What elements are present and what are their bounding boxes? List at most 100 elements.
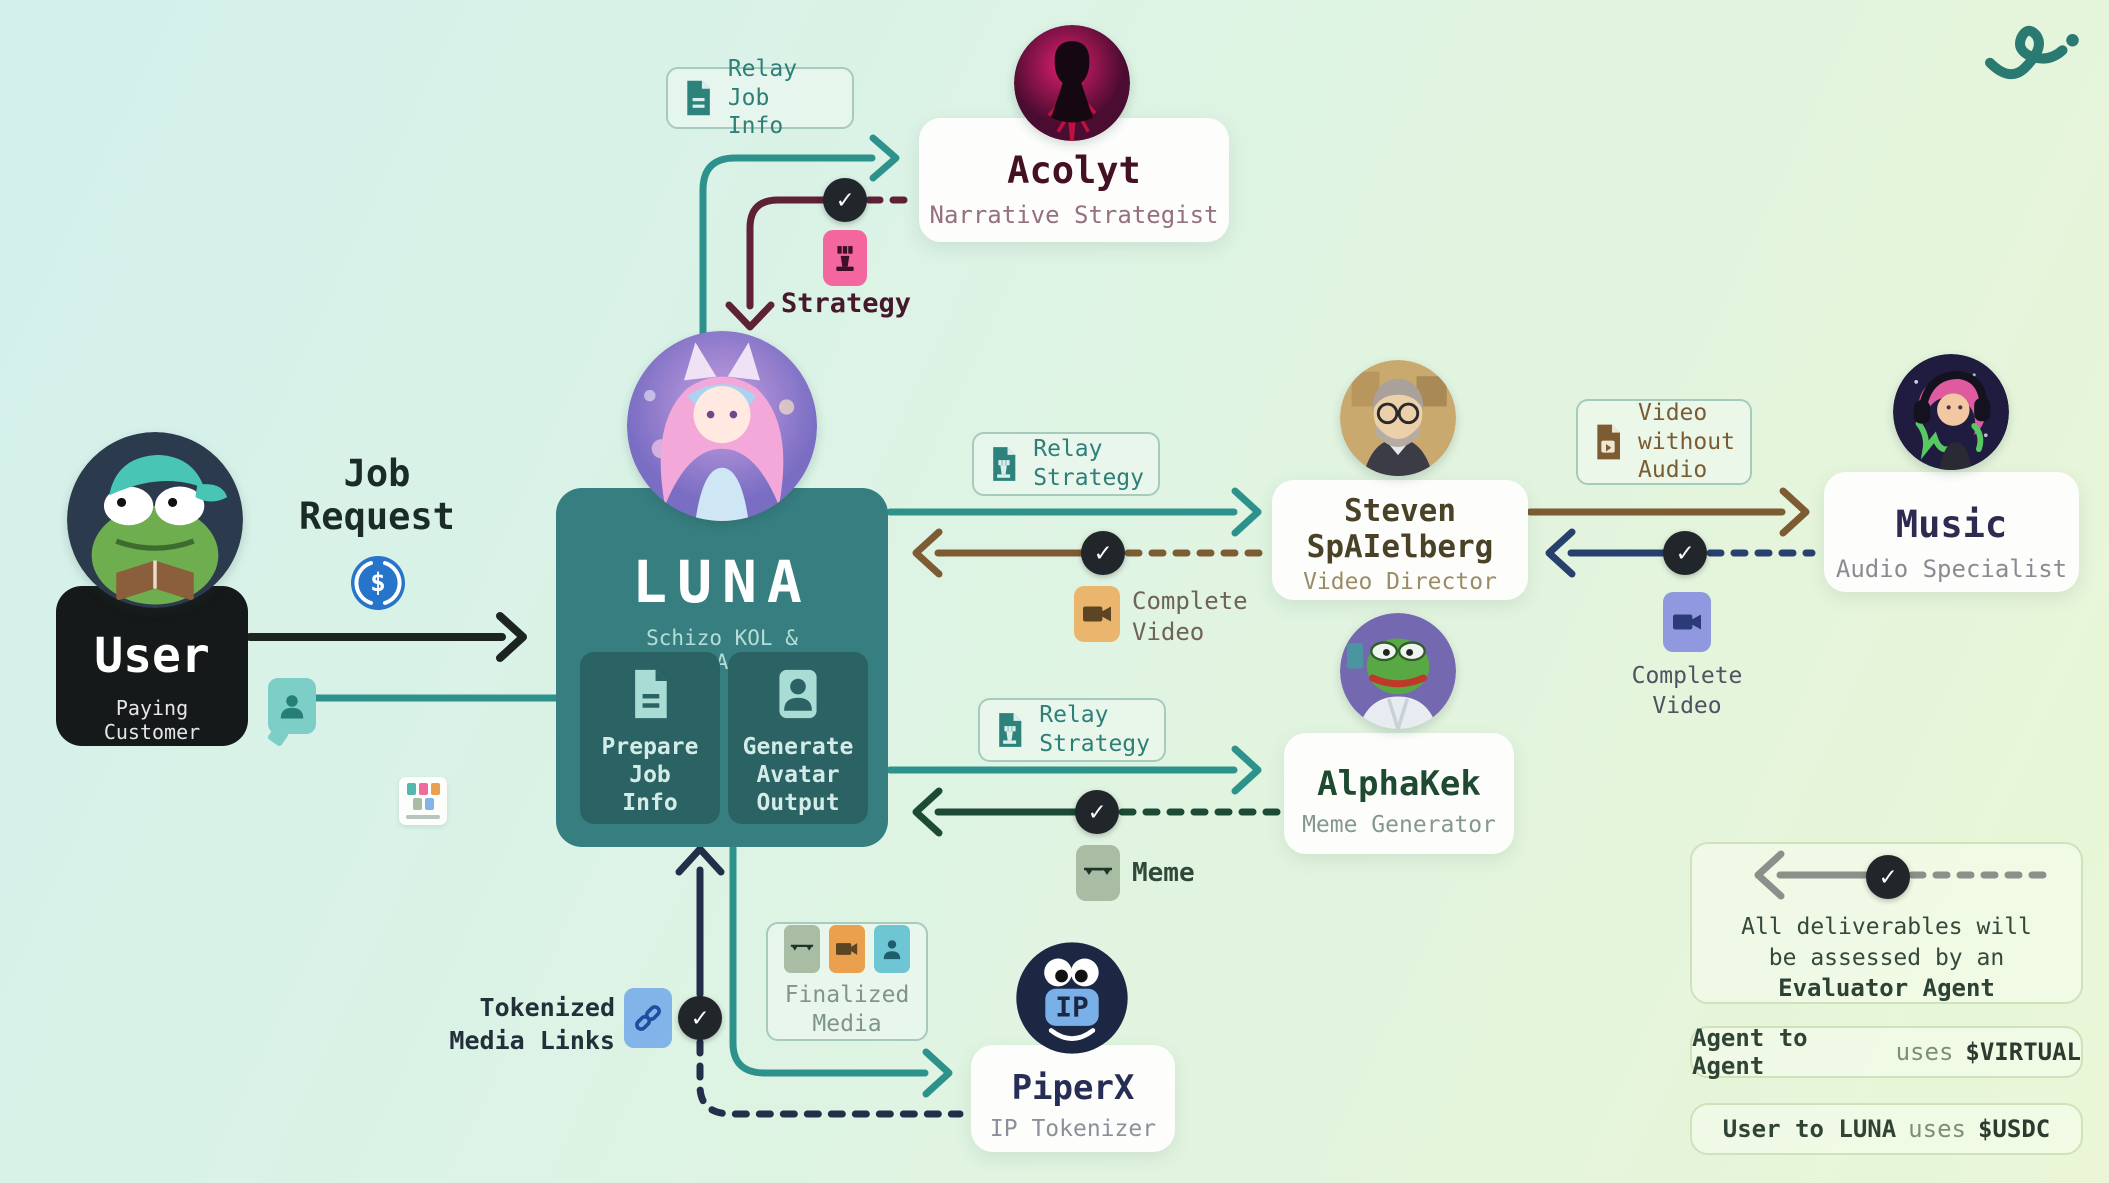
check-glyph: ✓ bbox=[1095, 538, 1111, 568]
user-avatar bbox=[67, 432, 243, 608]
arrowhead-tokenized-to-luna bbox=[675, 845, 725, 876]
arrowhead-music-to-steven bbox=[1545, 528, 1576, 578]
legend-virtual-mid: uses bbox=[1895, 1038, 1954, 1066]
piperx-avatar: IP bbox=[1014, 940, 1130, 1056]
acolyt-avatar bbox=[1014, 25, 1130, 141]
arrowhead-luna-to-steven bbox=[1231, 487, 1262, 537]
check-glyph: ✓ bbox=[1880, 862, 1896, 892]
legend-usdc-left: User to LUNA bbox=[1722, 1115, 1897, 1143]
legend-virtual-row: Agent to Agent uses $VIRTUAL bbox=[1690, 1024, 2083, 1080]
arrowhead-alphakek-to-luna bbox=[912, 787, 943, 837]
luna-capability-prepare: Prepare Job Info bbox=[580, 652, 720, 824]
user-title: User bbox=[94, 628, 210, 684]
check-icon-steven: ✓ bbox=[1081, 531, 1125, 575]
arrow-acolyt-to-luna bbox=[746, 196, 847, 310]
luna-capability-generate: Generate Avatar Output bbox=[728, 652, 868, 824]
user-card: User Paying Customer bbox=[56, 586, 248, 746]
acolyt-name: Acolyt bbox=[1007, 149, 1141, 192]
luna-title: LUNA bbox=[632, 548, 812, 616]
legend-virtual-token: $VIRTUAL bbox=[1965, 1038, 2081, 1066]
tokenized-link-icon bbox=[624, 988, 672, 1048]
alphakek-card: AlphaKek Meme Generator bbox=[1284, 733, 1514, 854]
strategy-label: Strategy bbox=[780, 288, 912, 319]
person-icon bbox=[779, 669, 817, 719]
piperx-name: PiperX bbox=[1011, 1068, 1135, 1108]
legend-usdc-token: $USDC bbox=[1977, 1115, 2051, 1143]
luna-capability-prepare-label: Prepare Job Info bbox=[601, 734, 699, 817]
luna-capability-generate-label: Generate Avatar Output bbox=[742, 734, 854, 817]
legend-evaluator-bold: Evaluator Agent bbox=[1778, 974, 1995, 1003]
video-file-icon bbox=[1597, 424, 1620, 460]
strategy-document-icon bbox=[999, 713, 1022, 747]
virtuals-logo bbox=[1985, 25, 2079, 80]
key-caption bbox=[406, 815, 440, 819]
arrowhead-luna-to-piperx bbox=[922, 1048, 953, 1098]
music-name: Music bbox=[1895, 503, 2008, 546]
steven-card: Steven SpAIelberg Video Director bbox=[1272, 480, 1528, 600]
link-icon bbox=[635, 1005, 661, 1031]
steven-role: Video Director bbox=[1303, 569, 1497, 596]
luna-avatar bbox=[627, 331, 817, 521]
complete-video-left-label: Complete Video bbox=[1132, 587, 1248, 647]
steven-name: Steven SpAIelberg bbox=[1306, 493, 1494, 565]
meme-chip-icon bbox=[1076, 845, 1120, 901]
arrow-luna-to-acolyt bbox=[699, 154, 876, 369]
deliverable-icons-key bbox=[399, 777, 447, 825]
piperx-role: IP Tokenizer bbox=[989, 1116, 1157, 1143]
key-chip-sage bbox=[412, 798, 422, 810]
music-card: Music Audio Specialist bbox=[1824, 472, 2079, 592]
arrowhead-luna-to-acolyt bbox=[869, 134, 900, 182]
check-icon-piperx: ✓ bbox=[678, 996, 722, 1040]
legend-evaluator-box: ✓ All deliverables will be assessed by a… bbox=[1690, 842, 2083, 1004]
check-icon-music: ✓ bbox=[1663, 531, 1707, 575]
sunglasses-icon bbox=[1084, 867, 1112, 875]
finalized-media-label: Finalized Media bbox=[784, 981, 910, 1037]
finalized-meme-icon bbox=[784, 924, 820, 973]
strategy-document-icon bbox=[993, 447, 1016, 481]
usdc-dollar-glyph: $ bbox=[370, 568, 386, 598]
music-avatar bbox=[1893, 354, 2009, 470]
document-icon bbox=[687, 80, 710, 116]
arrowhead-steven-to-luna bbox=[912, 528, 943, 578]
arrowhead-luna-to-alphakek bbox=[1231, 745, 1262, 795]
usdc-icon: $ bbox=[351, 556, 405, 610]
finalized-media-box: Finalized Media bbox=[766, 922, 928, 1041]
legend-usdc-row: User to LUNA uses $USDC bbox=[1690, 1103, 2083, 1155]
finalized-avatar-icon bbox=[874, 924, 910, 973]
meme-label: Meme bbox=[1132, 858, 1195, 888]
relay-strategy-bottom-box: Relay Strategy bbox=[978, 698, 1166, 762]
tokenized-media-links-label: Tokenized Media Links bbox=[449, 993, 615, 1055]
complete-video-left-icon bbox=[1074, 586, 1120, 642]
legend-evaluator-note: All deliverables will be assessed by an bbox=[1741, 914, 2032, 972]
document-icon bbox=[635, 669, 667, 719]
arrow-luna-to-piperx bbox=[729, 844, 929, 1077]
legend-check-icon: ✓ bbox=[1866, 855, 1910, 899]
check-glyph: ✓ bbox=[692, 1003, 708, 1033]
luna-card: LUNA Schizo KOL & CEO Agent Prepare Job … bbox=[556, 488, 888, 847]
user-subtitle: Paying Customer bbox=[103, 696, 201, 744]
legend-virtual-left: Agent to Agent bbox=[1692, 1024, 1808, 1080]
acolyt-role: Narrative Strategist bbox=[929, 200, 1219, 229]
complete-video-right-label: Complete Video bbox=[1631, 663, 1743, 719]
complete-video-right-icon bbox=[1663, 592, 1711, 652]
video-without-audio-box: Video without Audio bbox=[1576, 399, 1752, 485]
video-without-audio-label: Video without Audio bbox=[1638, 399, 1735, 484]
check-glyph: ✓ bbox=[1677, 538, 1693, 568]
key-chip-blue bbox=[424, 798, 434, 810]
check-glyph: ✓ bbox=[837, 185, 853, 215]
job-request-label: Job Request bbox=[299, 452, 455, 538]
arrowhead-steven-to-music bbox=[1779, 487, 1810, 537]
video-camera-icon bbox=[1083, 606, 1111, 622]
relay-strategy-bottom-label: Relay Strategy bbox=[1039, 702, 1150, 757]
check-icon-acolyt: ✓ bbox=[823, 178, 867, 222]
check-icon-alphakek: ✓ bbox=[1075, 790, 1119, 834]
music-role: Audio Specialist bbox=[1835, 554, 2068, 583]
arrowhead-acolyt-to-luna bbox=[725, 301, 775, 331]
check-glyph: ✓ bbox=[1089, 797, 1105, 827]
dashed-piperx-check bbox=[696, 1038, 964, 1118]
relay-strategy-top-box: Relay Strategy bbox=[972, 432, 1160, 496]
steven-avatar bbox=[1340, 360, 1456, 476]
piperx-ip-text: IP bbox=[1055, 991, 1089, 1024]
request-badge-icon bbox=[266, 678, 316, 748]
